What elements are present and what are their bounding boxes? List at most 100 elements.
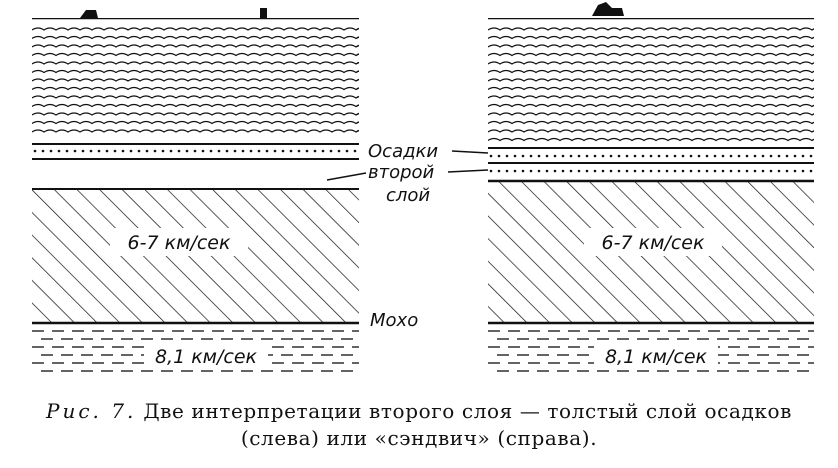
sediment-dot (641, 154, 645, 158)
sediment-dot (697, 154, 701, 158)
caption-line-1: Рис. 7. Две интерпретации второго слоя —… (0, 398, 838, 425)
wave-line (32, 35, 359, 40)
sediment-dot (497, 154, 501, 158)
sediment-dot (585, 169, 589, 173)
sediments-label: Осадки (368, 141, 438, 162)
sediment-dot (681, 169, 685, 173)
sediment-dot (633, 169, 637, 173)
sediment-dot (721, 154, 725, 158)
sediment-dot (665, 169, 669, 173)
sediment-dot (705, 154, 709, 158)
sediment-dot (737, 169, 741, 173)
sediment-dot (649, 154, 653, 158)
sediment-dot (97, 149, 101, 153)
sediment-dot (793, 154, 797, 158)
wave-line (488, 52, 814, 57)
sediment-dot (497, 169, 501, 173)
sediment-dot (641, 169, 645, 173)
sediment-dot (177, 149, 181, 153)
sediment-dot (553, 169, 557, 173)
wave-line (32, 52, 359, 57)
left-buoy-icon (260, 8, 267, 18)
wave-line (32, 129, 359, 133)
sediment-dot (337, 149, 341, 153)
sediment-dot (601, 154, 605, 158)
sediment-dot (489, 169, 493, 173)
wave-line (488, 69, 814, 74)
sediment-dot (161, 149, 165, 153)
caption-text-line2: (слева) или «сэндвич» (справа). (240, 426, 598, 450)
sediment-dot (273, 149, 277, 153)
sediment-dot (713, 169, 717, 173)
sediment-dot (329, 149, 333, 153)
sediment-dot (561, 169, 565, 173)
wave-line (32, 112, 359, 116)
right-sediment-dots (489, 154, 813, 173)
sediment-dot (785, 154, 789, 158)
wave-line (488, 78, 814, 82)
sediment-dot (105, 149, 109, 153)
right-crust-velocity-label: 6-7 км/сек (602, 232, 705, 254)
sediment-dot (801, 154, 805, 158)
sediment-dot (617, 169, 621, 173)
right-water-waves (488, 27, 814, 142)
sediment-dot (297, 149, 301, 153)
sediment-dot (745, 154, 749, 158)
wave-line (488, 86, 814, 91)
caption-figure-label: Рис. 7. (46, 399, 137, 423)
right-mantle-label-bg (594, 343, 718, 369)
sediment-dot (41, 149, 45, 153)
sediment-dot (777, 154, 781, 158)
left-sediment-dots (33, 149, 357, 153)
sediment-dot (745, 169, 749, 173)
sediment-dot (49, 149, 53, 153)
sediment-dot (313, 149, 317, 153)
sediment-dot (153, 149, 157, 153)
sediment-dot (673, 154, 677, 158)
left-mantle-label-bg (144, 343, 268, 369)
wave-line (488, 27, 814, 31)
sediment-dot (593, 169, 597, 173)
sediment-dot (505, 169, 509, 173)
sediment-dot (65, 149, 69, 153)
sediment-dot (785, 169, 789, 173)
sediment-dot (521, 169, 525, 173)
sediment-dot (569, 169, 573, 173)
second-layer-leader-left (326, 172, 367, 181)
sediment-dot (113, 149, 117, 153)
sediment-dot (761, 169, 765, 173)
sediment-dot (673, 169, 677, 173)
sediment-dot (689, 154, 693, 158)
sediment-dot (625, 169, 629, 173)
sediment-dot (593, 154, 597, 158)
sediment-dot (193, 149, 197, 153)
sediment-dot (617, 154, 621, 158)
wave-line (488, 61, 814, 65)
sediment-dot (353, 149, 357, 153)
sediment-dot (569, 154, 573, 158)
sediment-dot (753, 154, 757, 158)
wave-line (488, 120, 814, 125)
figure-caption: Рис. 7. Две интерпретации второго слоя —… (0, 398, 838, 452)
sediment-dot (801, 169, 805, 173)
sediment-dot (529, 169, 533, 173)
sediment-dot (217, 149, 221, 153)
sediment-dot (537, 169, 541, 173)
wave-line (32, 27, 359, 31)
sediment-dot (585, 154, 589, 158)
left-panel-thick-sediment (32, 18, 359, 372)
wave-line (488, 95, 814, 99)
sediment-dot (609, 169, 613, 173)
sediment-dot (577, 169, 581, 173)
sediment-dot (689, 169, 693, 173)
sediment-dot (169, 149, 173, 153)
sediment-dot (753, 169, 757, 173)
left-mantle-velocity-label: 8,1 км/сек (155, 346, 258, 368)
sediment-dot (121, 149, 125, 153)
moho-label: Мохо (370, 310, 418, 331)
sediment-dot (737, 154, 741, 158)
sediment-dot (633, 154, 637, 158)
sediment-dot (697, 169, 701, 173)
sediment-dot (521, 154, 525, 158)
wave-line (32, 95, 359, 99)
